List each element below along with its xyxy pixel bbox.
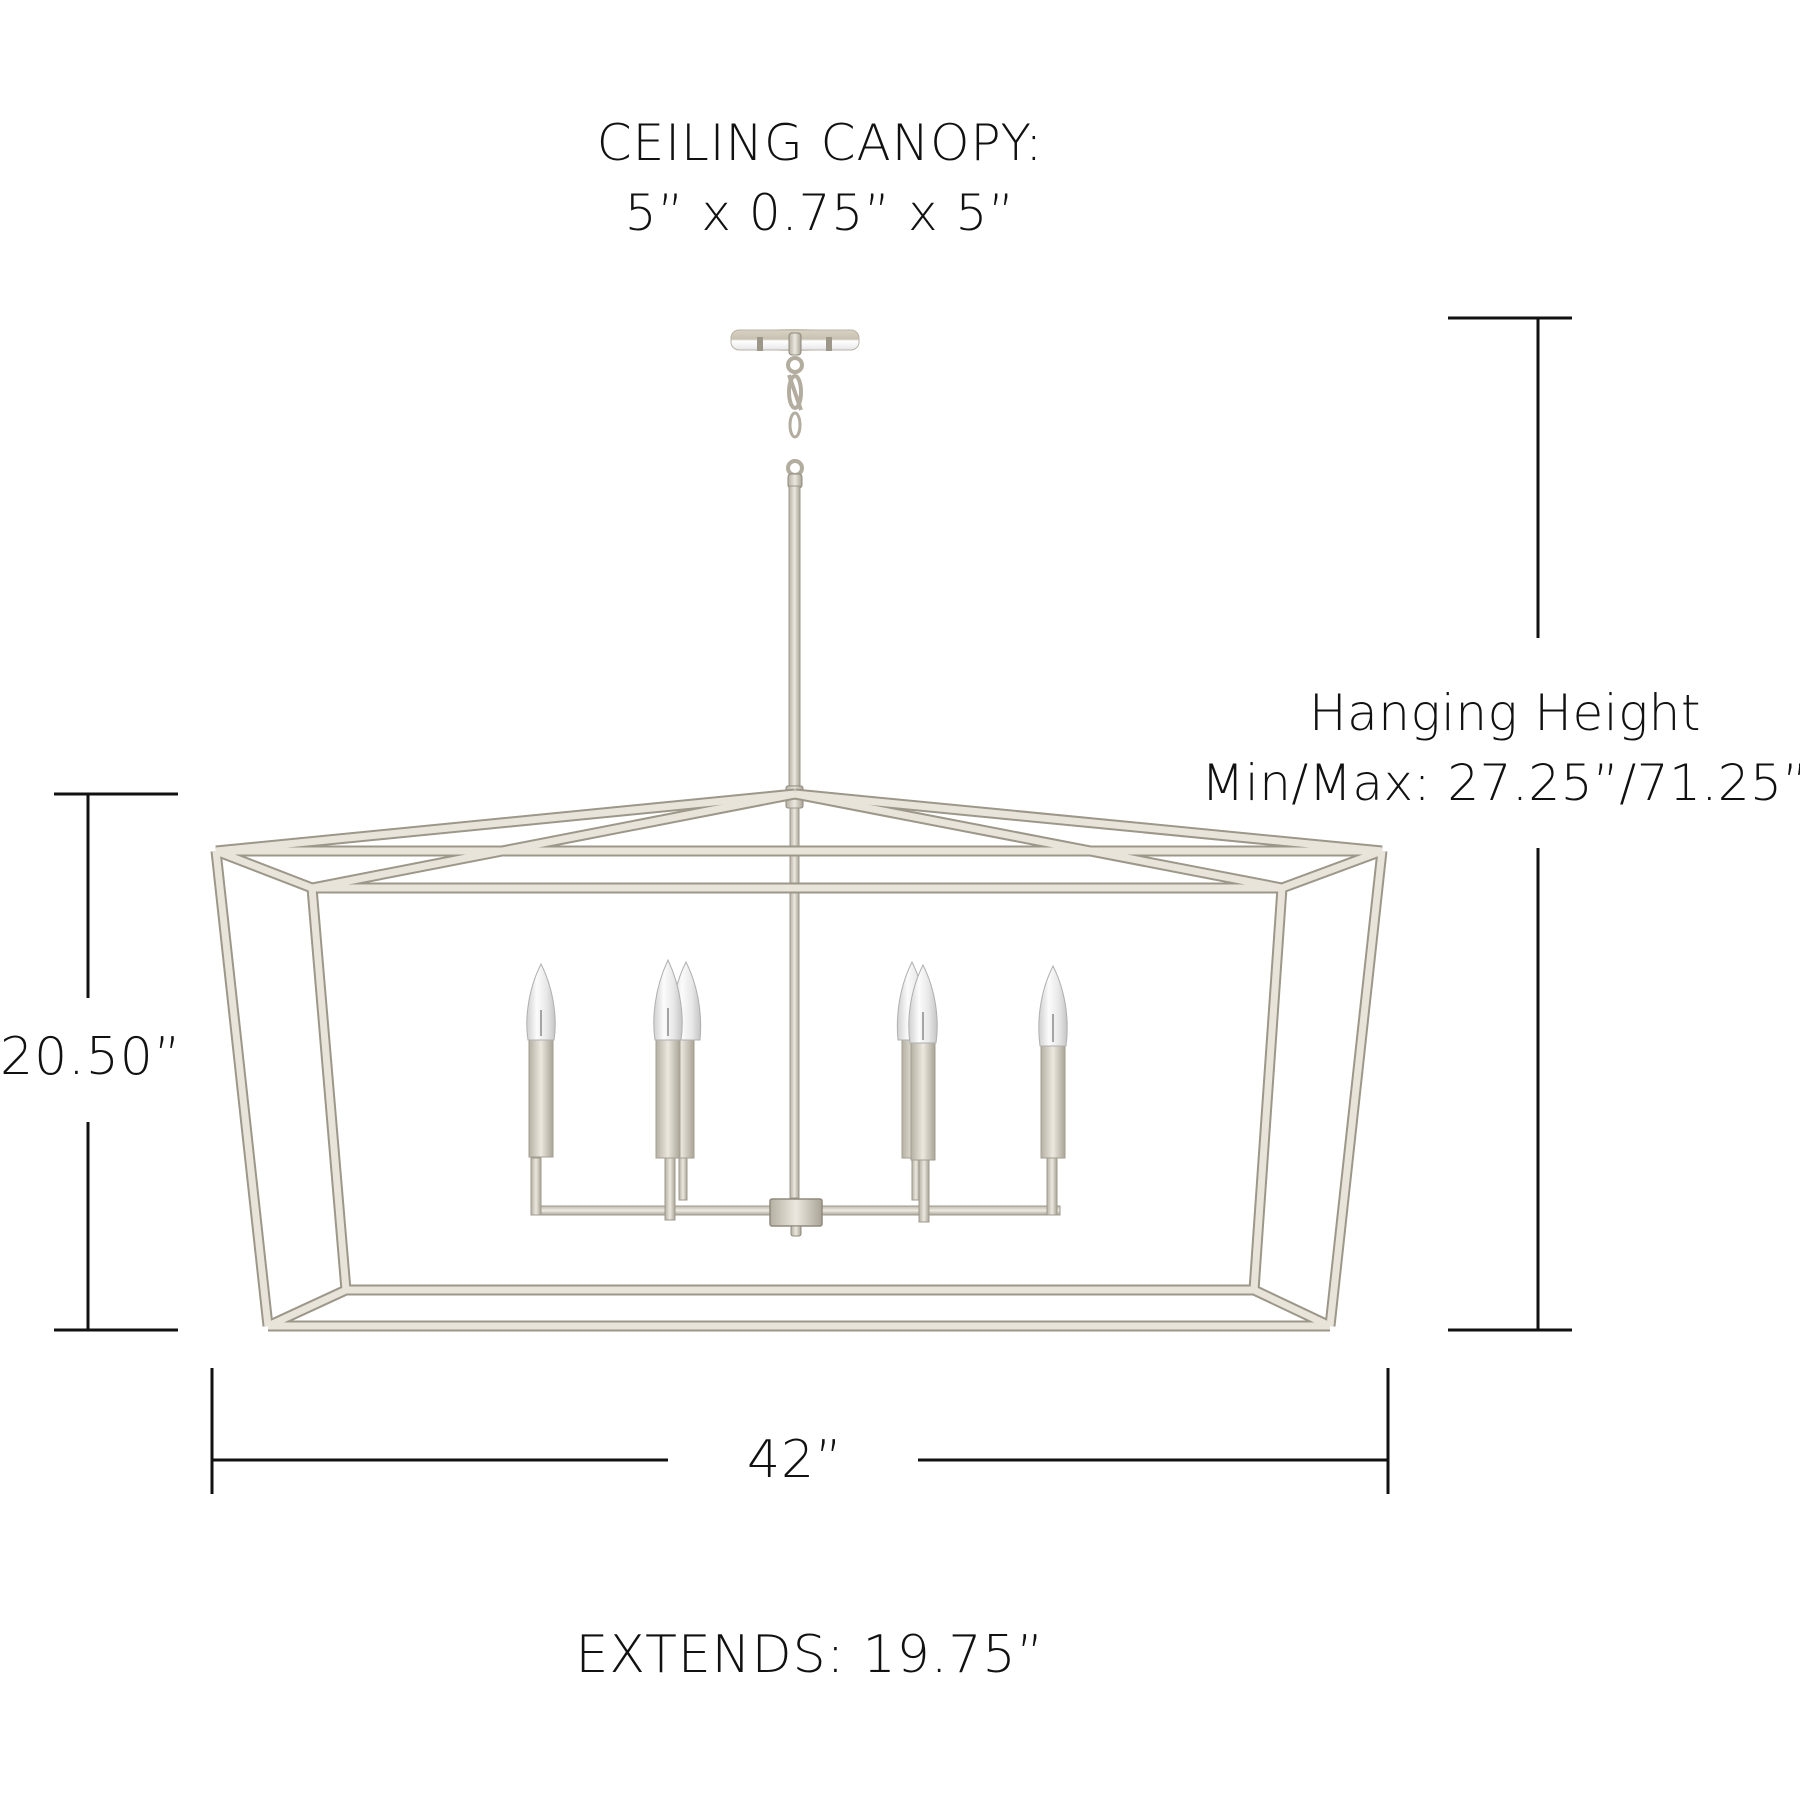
ceiling-canopy-label: CEILING CANOPY: 5” x 0.75” x 5” <box>0 108 1640 248</box>
candle-bulbs <box>526 958 1068 1161</box>
canopy-title: CEILING CANOPY: <box>596 114 1044 172</box>
candle-arms <box>530 1149 1061 1237</box>
extends-label: EXTENDS: 19.75” <box>575 1625 1045 1685</box>
hanging-height-dimension <box>1448 316 1572 1332</box>
ceiling-canopy <box>730 329 860 356</box>
fixture-height-label: 20.50” <box>0 1027 182 1087</box>
cage-frame <box>210 788 1388 1332</box>
downrod <box>788 485 801 793</box>
fixture-height-dimension <box>54 792 178 1332</box>
fixture-width-label: 42” <box>746 1430 844 1490</box>
center-rod <box>789 807 800 1199</box>
hanging-height-range: Min/Max: 27.25”/71.25” <box>1201 754 1800 812</box>
canopy-dimensions: 5” x 0.75” x 5” <box>624 184 1016 242</box>
hanging-height-title: Hanging Height <box>1309 684 1701 742</box>
hanging-height-label: Hanging Height Min/Max: 27.25”/71.25” <box>1180 678 1800 818</box>
fixture-width-dimension <box>210 1368 1390 1494</box>
chain <box>786 356 804 477</box>
